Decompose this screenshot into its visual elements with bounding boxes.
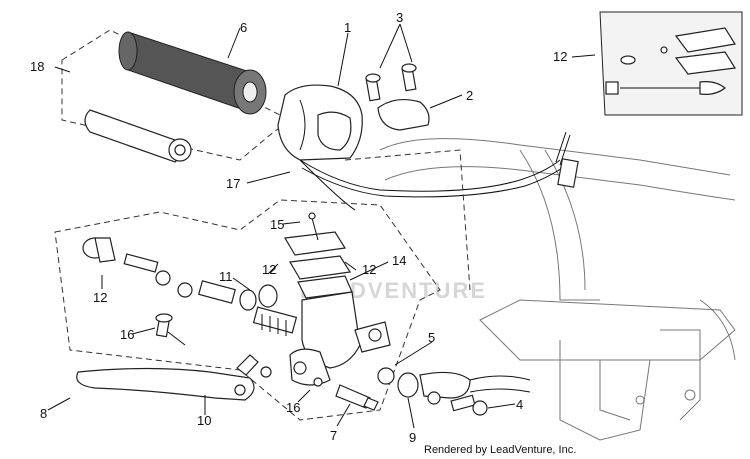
brake-group-frame [54,199,441,421]
callout-12-cap: 12 [362,262,376,277]
grip-group-frame [61,29,291,161]
callout-18: 18 [30,59,44,74]
callout-11: 11 [219,269,233,284]
callout-labels: 6 1 3 2 12 18 17 15 11 12 12 14 12 16 5 … [30,10,567,445]
piston-assembly [198,280,298,336]
callout-7: 7 [330,428,337,443]
callout-9: 9 [409,430,416,445]
callout-6: 6 [240,20,247,35]
frame-outline [379,138,736,441]
reservoir-cap [284,212,353,299]
bushing-part [82,237,193,298]
wiring-loom [299,131,579,211]
callout-2: 2 [466,88,473,103]
mirror-clamp [365,63,430,131]
grip-part [118,31,267,115]
leader-lines [47,23,596,429]
master-cylinder [289,291,391,386]
callout-16: 16 [286,400,300,415]
brake-switch [313,377,379,411]
callout-13: 14 [392,253,406,268]
banjo-fitting [377,367,531,416]
callout-4: 4 [516,397,523,412]
callout-17: 17 [226,176,240,191]
callout-5: 5 [428,330,435,345]
pivot-bolt [155,313,186,346]
switch-housing [277,84,363,161]
leader-dashed [344,149,471,291]
callout-8: 8 [40,406,47,421]
callout-3: 3 [396,10,403,25]
callout-1: 1 [344,20,351,35]
throttle-tube [84,109,192,163]
callout-10: 10 [197,413,211,428]
callout-15: 16 [120,327,134,342]
brake-lever [76,354,272,401]
callout-12-reservoir: 12 [262,262,276,277]
callout-12-inset: 12 [553,49,567,64]
inset-switch-box [599,11,743,116]
render-credit: Rendered by LeadVenture, Inc. [424,444,577,456]
callout-14: 15 [270,217,284,232]
callout-12-bushing: 12 [93,290,107,305]
